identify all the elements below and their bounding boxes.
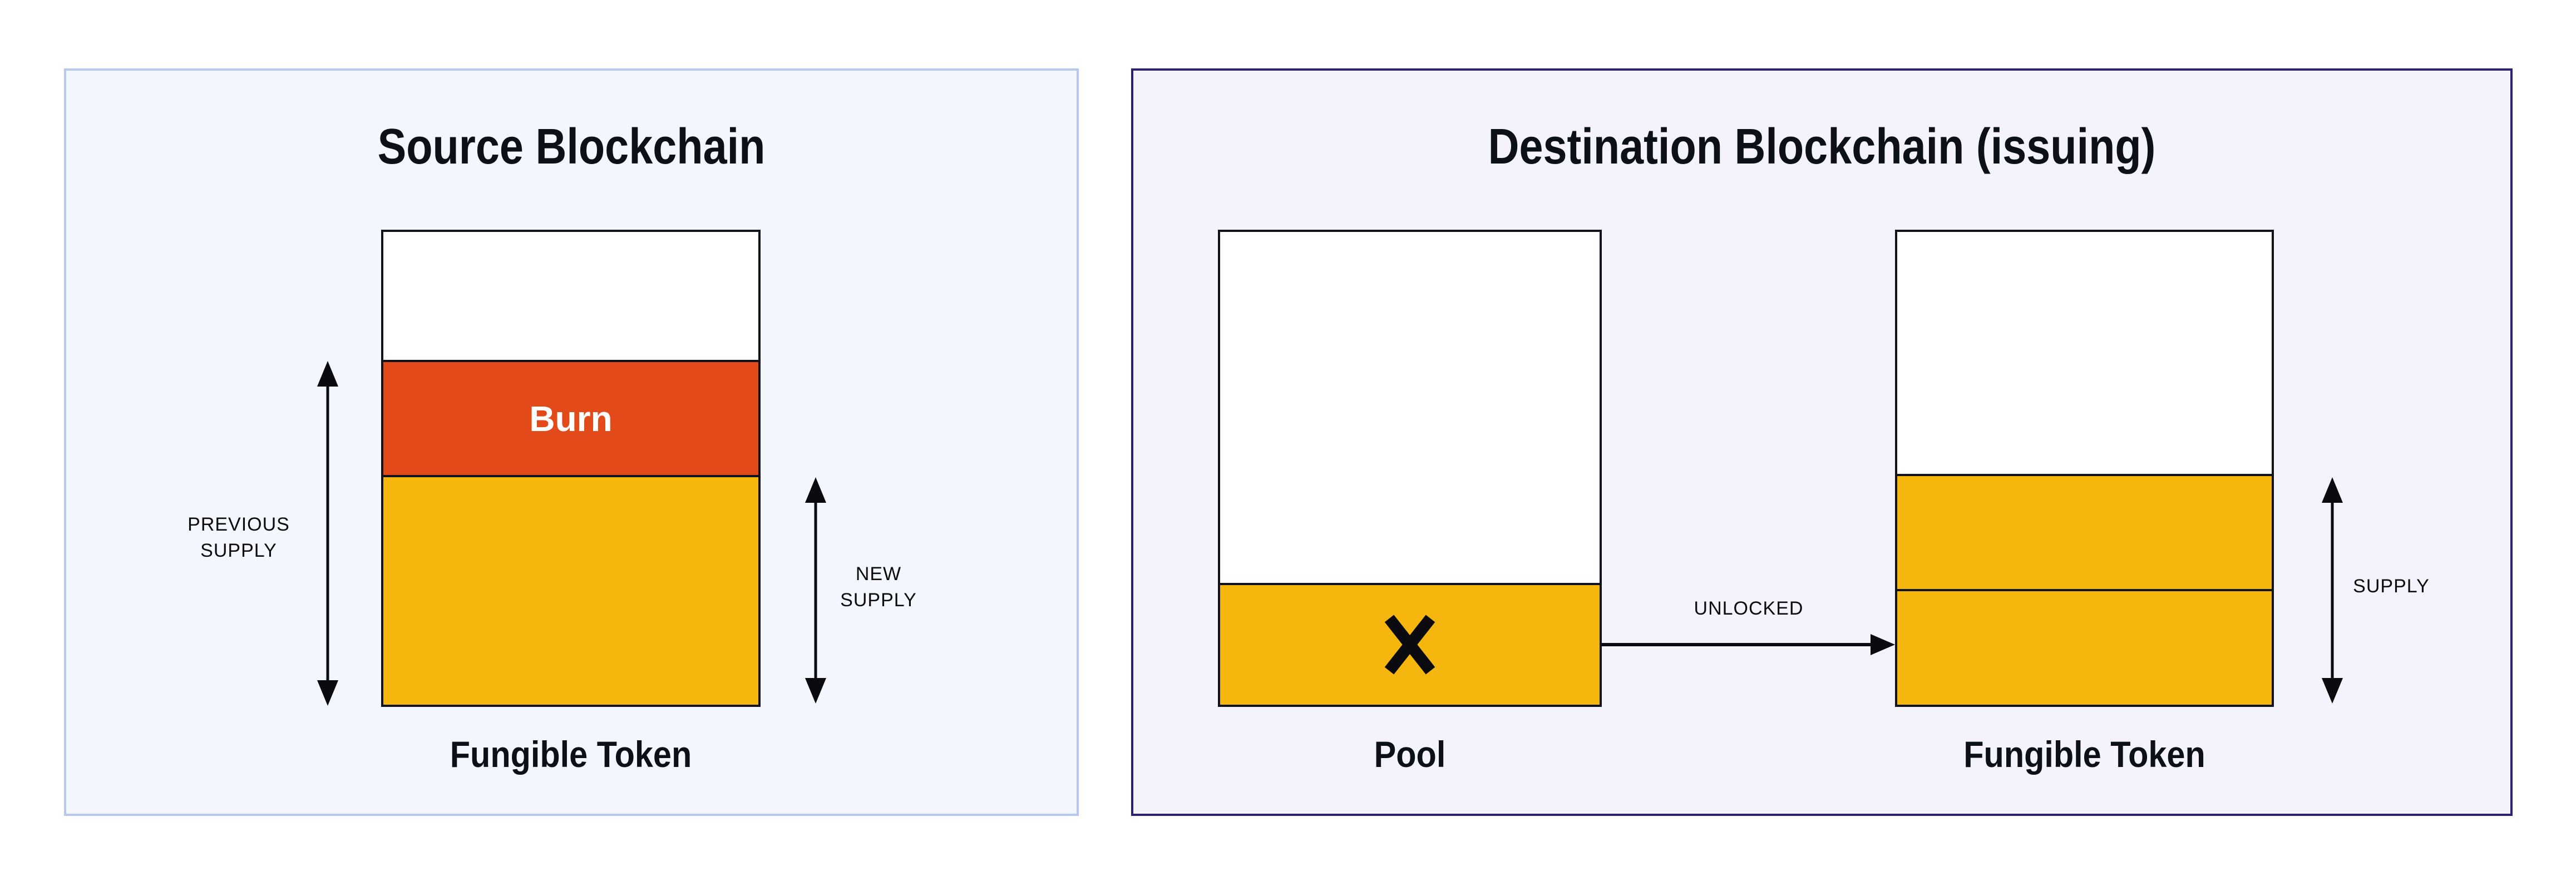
new-supply-label: NEW SUPPLY — [840, 563, 917, 611]
destination-token-bar — [1895, 230, 2274, 707]
pool-bar-caption: Pool — [1374, 734, 1446, 775]
destination-supply-label: SUPPLY — [2353, 576, 2430, 597]
source-token-bar: Burn — [381, 230, 761, 707]
pool-bar — [1218, 230, 1602, 707]
unlocked-arrow-label: UNLOCKED — [1694, 598, 1804, 619]
source-blockchain-panel: Source Blockchain Burn Fungible Token PR… — [64, 68, 1079, 816]
destination-bar-caption: Fungible Token — [1963, 734, 2205, 775]
new-supply-arrow-icon — [799, 476, 832, 705]
previous-supply-label: PREVIOUS SUPPLY — [187, 514, 290, 561]
pool-bar-empty-segment — [1220, 232, 1600, 583]
burn-segment-label: Burn — [529, 398, 613, 439]
source-bar-supply-segment — [383, 475, 758, 705]
source-bar-burn-segment: Burn — [383, 360, 758, 475]
source-panel-title: Source Blockchain — [377, 119, 766, 175]
destination-bar-unlocked-segment — [1897, 474, 2272, 589]
destination-supply-arrow-icon — [2316, 476, 2349, 705]
destination-panel-title: Destination Blockchain (issuing) — [1488, 119, 2156, 175]
unlocked-arrow-icon — [1602, 628, 1895, 661]
destination-bar-empty-segment — [1897, 232, 2272, 474]
previous-supply-arrow-icon — [311, 360, 344, 707]
destination-blockchain-panel: Destination Blockchain (issuing) Pool UN… — [1131, 68, 2513, 816]
destination-bar-existing-segment — [1897, 589, 2272, 705]
pool-cross-icon — [1380, 615, 1440, 677]
source-bar-caption: Fungible Token — [450, 734, 692, 775]
source-bar-empty-segment — [383, 232, 758, 360]
